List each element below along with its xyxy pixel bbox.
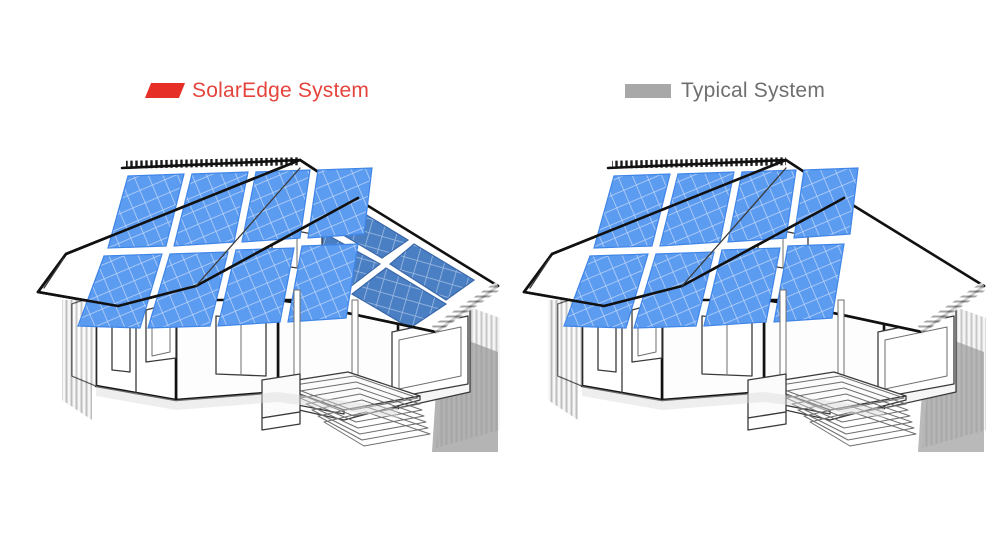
solar-panel: [563, 253, 649, 329]
porch-steps: [261, 371, 431, 447]
solaredge-house: [36, 157, 500, 452]
solar-panel: [727, 169, 797, 243]
solar-panel: [147, 251, 229, 329]
solar-panel: [773, 243, 845, 323]
legend-item-solaredge: SolarEdge System: [144, 79, 370, 102]
legend-label-solaredge: SolarEdge System: [192, 79, 370, 102]
solar-panel: [287, 243, 359, 323]
base-shadow: [582, 386, 884, 418]
main-roof: [36, 157, 373, 329]
solar-panel: [793, 167, 859, 239]
garage-panel: [388, 243, 476, 301]
legend-label-typical: Typical System: [681, 79, 826, 102]
solar-panel: [307, 167, 373, 239]
solar-panel: [77, 253, 163, 329]
garage-panel: [350, 267, 448, 329]
solar-panel: [633, 251, 715, 329]
rectangle-marker-icon: [625, 83, 671, 98]
solar-panel: [703, 247, 781, 327]
typical-house: [522, 157, 986, 452]
base-shadow: [96, 386, 398, 418]
legend-item-typical: Typical System: [625, 80, 825, 101]
main-roof: [522, 157, 859, 329]
solar-panel: [241, 169, 311, 243]
porch-steps: [747, 371, 917, 447]
solar-panel: [217, 247, 295, 327]
